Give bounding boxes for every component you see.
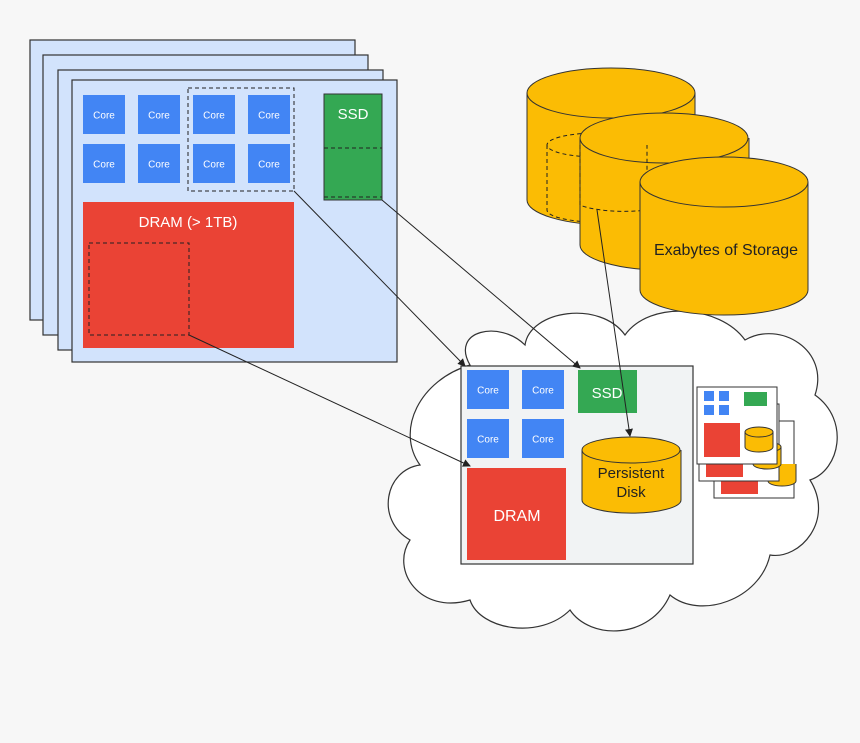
server-core-label: Core bbox=[148, 111, 170, 122]
mini-vm-stack bbox=[696, 386, 797, 499]
server-core bbox=[83, 144, 125, 183]
disk-label-line1: Persistent bbox=[598, 465, 666, 482]
vm-core bbox=[467, 419, 509, 458]
server-core-label: Core bbox=[203, 160, 225, 171]
server-dram-label: DRAM (> 1TB) bbox=[139, 214, 238, 231]
arrow-storage-to-disk bbox=[596, 209, 633, 437]
server-core-selection bbox=[187, 87, 295, 192]
server-core bbox=[248, 144, 290, 183]
server-core-label: Core bbox=[258, 111, 280, 122]
server-dram: DRAM (> 1TB) bbox=[83, 202, 294, 348]
vm-core bbox=[522, 419, 564, 458]
vm-core-label: Core bbox=[532, 386, 554, 397]
server-core-label: Core bbox=[93, 111, 115, 122]
vm-dram: DRAM bbox=[467, 468, 566, 560]
vm-core-label: Core bbox=[532, 435, 554, 446]
vm-core bbox=[522, 370, 564, 409]
arrow-dram-to-vm bbox=[188, 334, 471, 467]
disk-label-line2: Disk bbox=[616, 484, 646, 501]
vm-dram-label: DRAM bbox=[493, 508, 540, 525]
arrow-cores-to-vm bbox=[293, 190, 466, 367]
server-core-label: Core bbox=[93, 160, 115, 171]
server-core bbox=[193, 95, 235, 134]
mapping-arrows bbox=[188, 190, 633, 467]
server-core-label: Core bbox=[148, 160, 170, 171]
storage-label: Exabytes of Storage bbox=[654, 242, 798, 259]
storage-cylinders: Exabytes of Storage bbox=[526, 67, 809, 316]
server-core-label: Core bbox=[203, 111, 225, 122]
server-ssd: SSD bbox=[323, 93, 383, 201]
server-ssd-label: SSD bbox=[338, 106, 369, 123]
server-core bbox=[193, 144, 235, 183]
server-core bbox=[83, 95, 125, 134]
persistent-disk: Persistent Disk bbox=[581, 436, 682, 514]
vm-core-label: Core bbox=[477, 435, 499, 446]
vm-core bbox=[467, 370, 509, 409]
vm-core-label: Core bbox=[477, 386, 499, 397]
cylinder-front: Exabytes of Storage bbox=[639, 156, 809, 316]
arrow-ssd-to-vm bbox=[381, 199, 581, 369]
server-core bbox=[138, 144, 180, 183]
vm-ssd: SSD bbox=[578, 370, 637, 413]
server-core bbox=[248, 95, 290, 134]
server-core-label: Core bbox=[258, 160, 280, 171]
vm-ssd-label: SSD bbox=[592, 385, 623, 402]
server-core bbox=[138, 95, 180, 134]
